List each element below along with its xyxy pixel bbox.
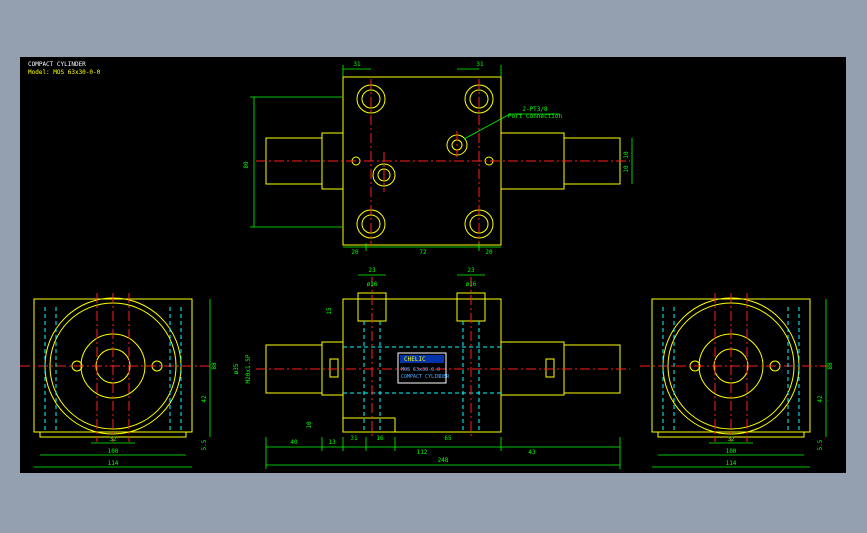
nameplate-text: COMPACT CYLINDER — [401, 374, 450, 380]
front-body — [342, 298, 502, 433]
right-side-view: 32 100 114 88 42 5.5 — [640, 293, 834, 468]
svg-text:114: 114 — [726, 460, 737, 467]
title-line1: COMPACT CYLINDER — [28, 61, 86, 68]
svg-text:ø16: ø16 — [367, 281, 378, 288]
svg-text:10: 10 — [623, 151, 630, 159]
svg-text:10: 10 — [306, 421, 313, 429]
dim-thread: M20x1.5P — [245, 354, 252, 383]
svg-text:42: 42 — [201, 395, 208, 403]
dim-overall-248: 248 — [438, 457, 449, 464]
nameplate-model: MOS 63x30-0-0 — [401, 367, 440, 373]
svg-text:32: 32 — [727, 436, 735, 443]
port-callout: 2-PT3/8 — [522, 106, 548, 113]
svg-text:ø16: ø16 — [466, 281, 477, 288]
svg-text:32: 32 — [109, 436, 117, 443]
svg-text:20: 20 — [351, 249, 359, 256]
svg-text:15: 15 — [326, 307, 333, 315]
svg-text:23: 23 — [368, 267, 376, 274]
svg-text:10: 10 — [623, 165, 630, 173]
svg-text:43: 43 — [528, 449, 536, 456]
svg-text:100: 100 — [726, 448, 737, 455]
svg-text:112: 112 — [417, 449, 428, 456]
svg-text:5.5: 5.5 — [201, 439, 208, 450]
svg-text:42: 42 — [817, 395, 824, 403]
nameplate-brand: CHELIC — [404, 356, 426, 363]
dim-top-right: 31 — [476, 61, 484, 68]
svg-text:23: 23 — [467, 267, 475, 274]
svg-text:31: 31 — [350, 435, 358, 442]
svg-text:5.5: 5.5 — [817, 439, 824, 450]
front-view: CHELIC MOS 63x30-0-0 COMPACT CYLINDER 23… — [233, 267, 630, 469]
svg-text:13: 13 — [328, 439, 336, 446]
svg-text:20: 20 — [485, 249, 493, 256]
svg-text:88: 88 — [827, 362, 834, 370]
svg-text:100: 100 — [108, 448, 119, 455]
port-note: Port Connection — [508, 113, 563, 120]
svg-text:88: 88 — [211, 362, 218, 370]
cad-drawing-canvas[interactable]: COMPACT CYLINDER Model: MOS 63x30-0-0 31… — [20, 57, 846, 473]
svg-text:114: 114 — [108, 460, 119, 467]
top-view: 31 31 80 10 10 20 72 20 2-PT3/8 Port Con… — [243, 61, 633, 256]
title-line2: Model: MOS 63x30-0-0 — [28, 69, 101, 76]
svg-text:16: 16 — [376, 435, 384, 442]
dim-height-80: 80 — [243, 161, 250, 169]
dim-top-left: 31 — [353, 61, 361, 68]
drawing-svg: COMPACT CYLINDER Model: MOS 63x30-0-0 31… — [20, 61, 834, 469]
dim-dia35: ø35 — [233, 363, 240, 374]
left-side-view: 32 100 114 88 42 5.5 — [20, 293, 218, 468]
svg-text:72: 72 — [419, 249, 427, 256]
svg-text:65: 65 — [444, 435, 452, 442]
svg-text:40: 40 — [290, 439, 298, 446]
